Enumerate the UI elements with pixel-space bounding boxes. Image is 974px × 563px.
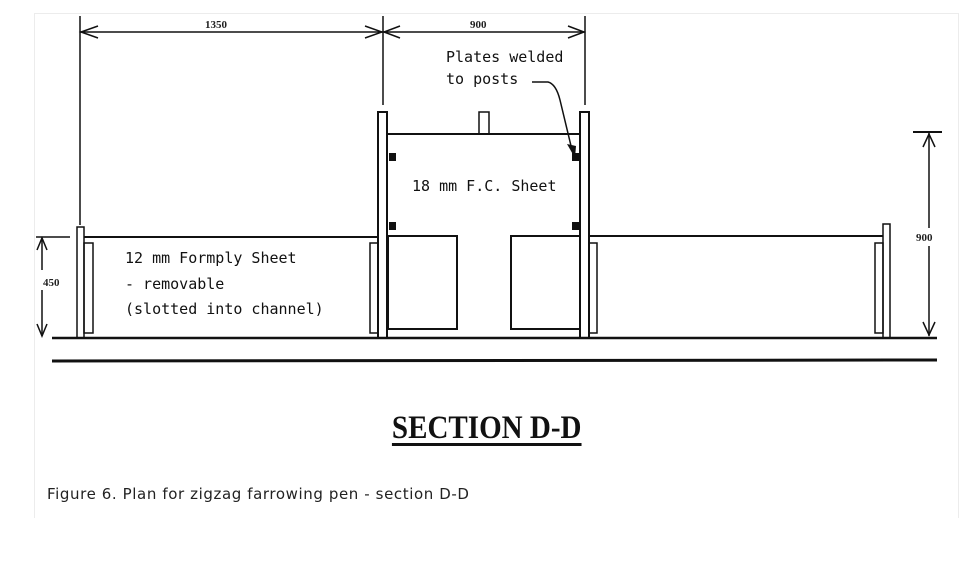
label-formply-2: - removable xyxy=(125,275,224,293)
center-right-post xyxy=(579,111,590,339)
dim-1350: 1350 xyxy=(205,19,228,31)
right-channel xyxy=(874,242,884,334)
lower-box-left xyxy=(387,235,458,330)
right-post xyxy=(882,223,891,339)
weld-plates xyxy=(389,153,579,230)
lower-box-right xyxy=(510,235,581,330)
label-formply-3: (slotted into channel) xyxy=(125,300,324,318)
plates-leader xyxy=(532,81,573,151)
figure-caption: Figure 6. Plan for zigzag farrowing pen … xyxy=(47,485,470,503)
sheet-handle xyxy=(478,111,490,135)
left-dimension xyxy=(36,236,70,338)
center-left-channel xyxy=(369,242,379,334)
section-title-text: SECTION D-D xyxy=(392,410,582,446)
label-plates-2: to posts xyxy=(446,70,518,88)
label-fc-sheet: 18 mm F.C. Sheet xyxy=(412,177,557,195)
center-right-channel xyxy=(588,242,598,334)
figure-frame xyxy=(34,13,959,518)
base-line xyxy=(51,358,938,363)
dim-900-top: 900 xyxy=(470,19,487,31)
label-plates-1: Plates welded xyxy=(446,48,563,66)
top-dimension-lines xyxy=(78,16,587,225)
dim-450: 450 xyxy=(43,277,60,289)
leader-arrowhead xyxy=(567,144,576,158)
right-dimension xyxy=(913,131,942,337)
left-post xyxy=(76,226,85,339)
left-channel xyxy=(83,242,94,334)
dim-900-right: 900 xyxy=(916,232,933,244)
center-left-post xyxy=(377,111,388,339)
label-formply-1: 12 mm Formply Sheet xyxy=(125,249,297,267)
section-title: SECTION D-D xyxy=(0,410,974,447)
